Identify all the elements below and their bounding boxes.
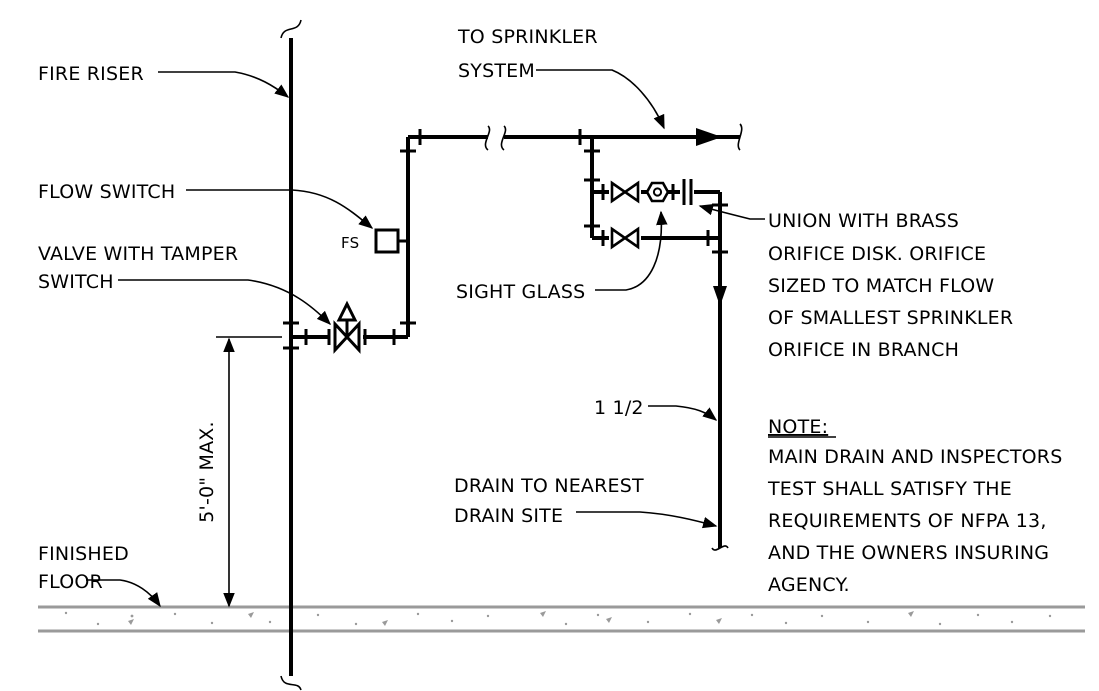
label-pipe-size: 1 1/2 [594, 397, 644, 419]
flow-switch-icon [374, 228, 408, 254]
leader-valve-tamper [118, 279, 332, 326]
pipe-to-sprinkler-system [484, 123, 743, 153]
leader-flow-switch [186, 189, 374, 229]
leader-to-sprinkler [536, 69, 665, 130]
leader-lines [86, 69, 765, 608]
note-line5: AGENCY. [768, 574, 850, 596]
label-sight-glass: SIGHT GLASS [456, 281, 585, 303]
label-union-line4: OF SMALLEST SPRINKLER [768, 307, 1013, 329]
test-valve-upper-icon [609, 180, 641, 204]
leader-drain [576, 511, 718, 529]
note-line1: MAIN DRAIN AND INSPECTORS [768, 446, 1062, 468]
height-dimension [216, 336, 282, 608]
leader-sight-glass [595, 210, 668, 291]
flow-arrow-icon [696, 128, 722, 146]
test-valve-lower-icon [609, 226, 641, 250]
label-union-line5: ORIFICE IN BRANCH [768, 339, 959, 361]
label-flow-switch: FLOW SWITCH [38, 181, 175, 203]
drain-pipe [711, 286, 729, 551]
label-fs: FS [341, 234, 359, 252]
label-valve-tamper-line2: SWITCH [38, 271, 114, 293]
drain-break-end [711, 545, 729, 551]
pipe-break-right [500, 125, 507, 151]
label-finished-line2: FLOOR [38, 571, 103, 593]
label-drain-line1: DRAIN TO NEAREST [454, 475, 644, 497]
label-finished-line1: FINISHED [38, 543, 129, 565]
note-line4: AND THE OWNERS INSURING [768, 542, 1049, 564]
drain-flow-arrow-icon [713, 286, 727, 306]
note-line2: TEST SHALL SATISFY THE [767, 478, 1012, 500]
label-drain-line2: DRAIN SITE [454, 505, 563, 527]
pipe-break-end [737, 123, 743, 151]
leader-fire-riser [158, 71, 290, 98]
leader-finished-floor [86, 579, 161, 608]
fire-riser-pipe [280, 19, 302, 691]
gate-valve-icon [327, 300, 367, 354]
label-to-sprinkler-line2: SYSTEM [458, 60, 535, 82]
pipe-break-left [484, 125, 491, 151]
label-valve-tamper-line1: VALVE WITH TAMPER [38, 243, 238, 265]
label-union-line2: ORIFICE DISK. ORIFICE [768, 243, 986, 265]
finished-floor-slab [38, 605, 1085, 633]
label-to-sprinkler-line1: TO SPRINKLER [457, 26, 598, 48]
riser-break-bottom [280, 675, 302, 691]
leader-union [698, 204, 765, 220]
label-fire-riser: FIRE RISER [38, 63, 144, 85]
label-dimension: 5'-0" MAX. [196, 421, 218, 522]
sight-glass-icon [645, 181, 675, 203]
note-title: NOTE: [768, 416, 828, 438]
note-line3: REQUIREMENTS OF NFPA 13, [768, 510, 1047, 532]
riser-break-top [280, 19, 302, 39]
label-union-line1: UNION WITH BRASS [768, 210, 959, 232]
label-union-line3: SIZED TO MATCH FLOW [768, 275, 994, 297]
union-orifice-icon [680, 179, 694, 205]
leader-pipe-size [648, 405, 718, 421]
